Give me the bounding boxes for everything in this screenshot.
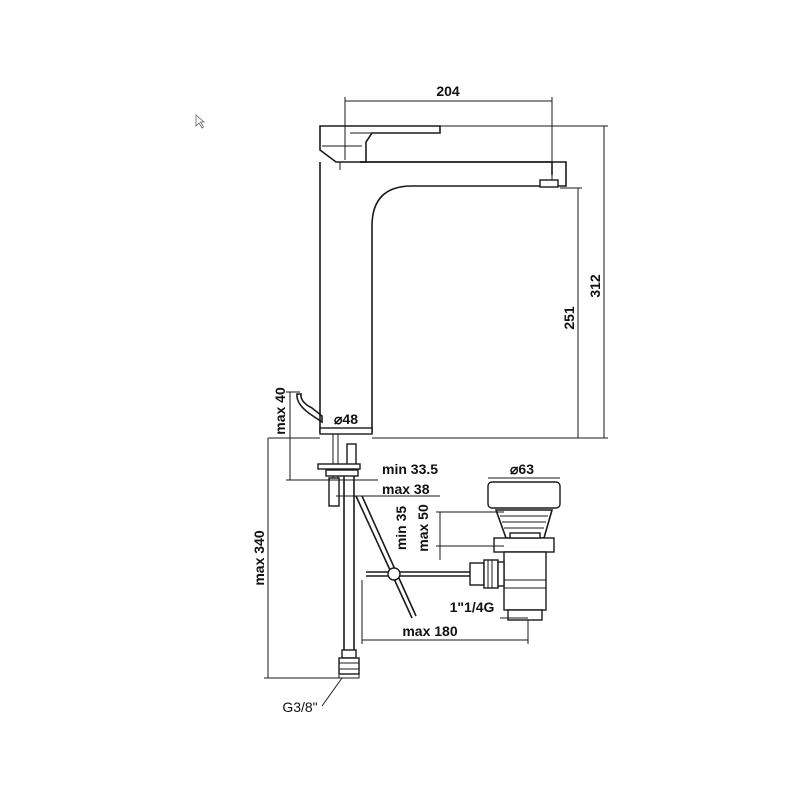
dim-max340-label: max 340 [251, 530, 267, 585]
dim-max40-label: max 40 [272, 387, 288, 435]
thread-hose-label: G3/8" [282, 699, 317, 715]
dim-total-height-label: 312 [587, 274, 603, 298]
dim-min33-label: min 33.5 [382, 461, 438, 477]
mounting-assembly [317, 434, 361, 679]
dimension-lines [264, 97, 608, 707]
dim-max38-label: max 38 [382, 481, 430, 497]
popup-rod [355, 495, 470, 619]
dim-width-label: 204 [436, 83, 460, 99]
dim-min35-label: min 35 [393, 506, 409, 551]
faucet-body [296, 125, 567, 435]
dim-dia48-label: ⌀48 [334, 411, 358, 427]
thread-waste-label: 1"1/4G [450, 599, 495, 615]
dim-spout-height-label: 251 [561, 306, 577, 330]
cursor-icon [195, 114, 206, 129]
dim-max50-label: max 50 [415, 504, 431, 552]
drain-waste [469, 481, 561, 621]
dim-max180-label: max 180 [402, 623, 457, 639]
dim-dia63-label: ⌀63 [510, 461, 534, 477]
